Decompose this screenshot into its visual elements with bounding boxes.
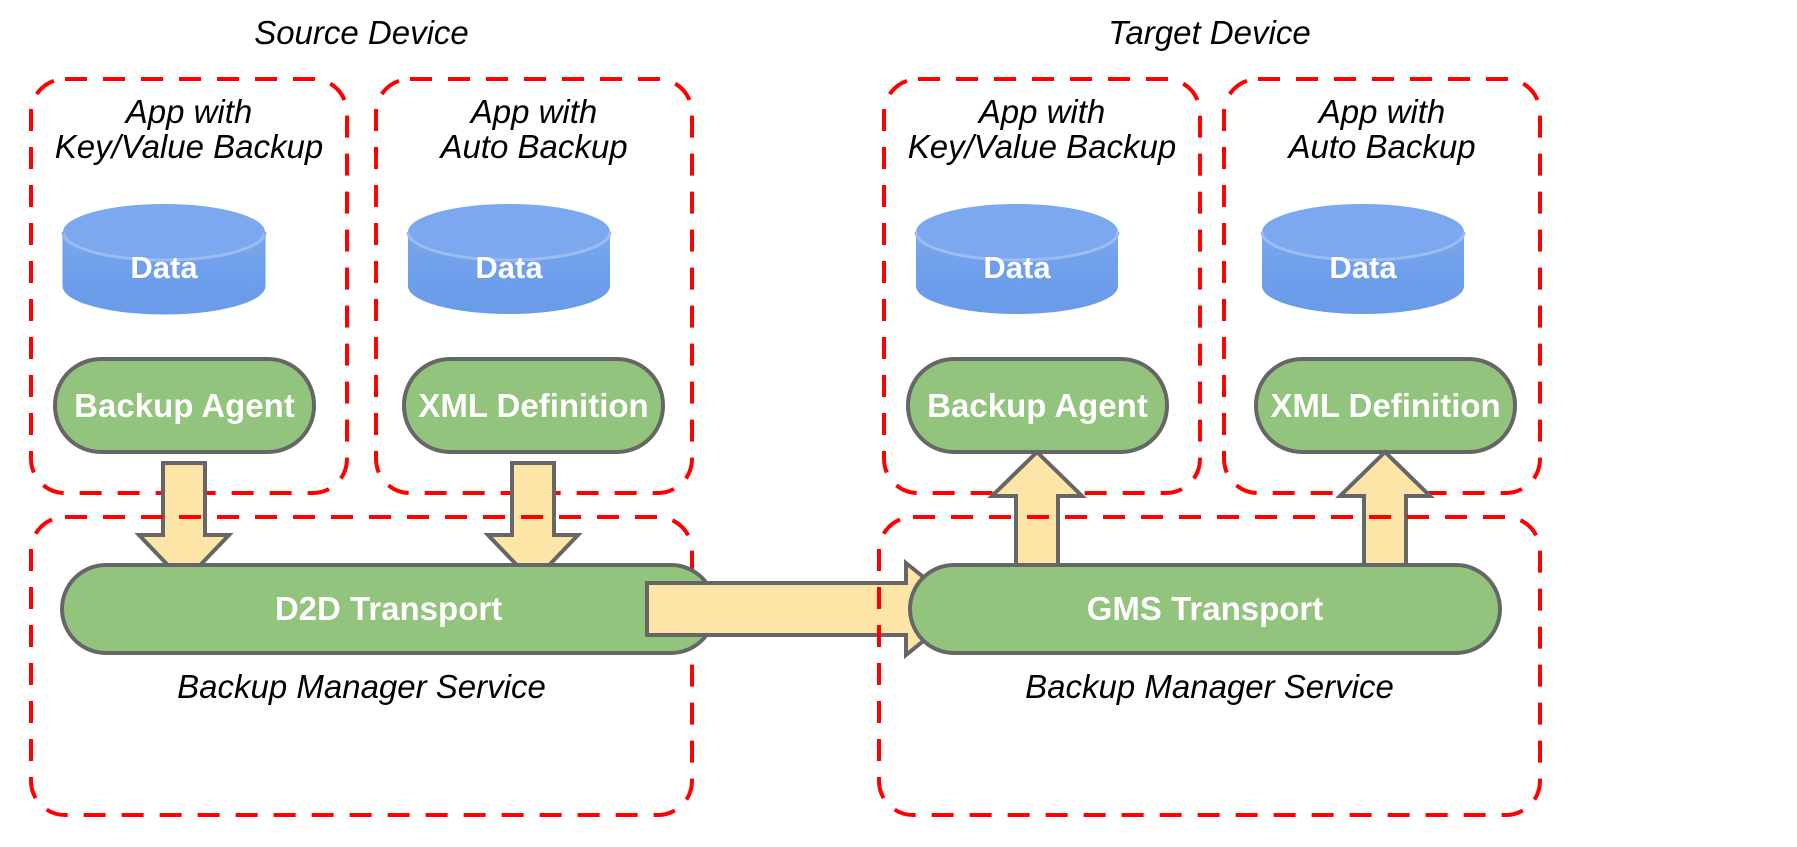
target-app-auto-data-cylinder: [1260, 204, 1466, 314]
source-app-kv-title-line1: App with: [125, 93, 253, 130]
target-app-auto-data-label: Data: [1329, 250, 1397, 285]
arrow-source-kv-agent-to-d2d: [134, 461, 234, 585]
arrow-source-auto-xml-to-d2d: [483, 461, 583, 585]
source-device-title: Source Device: [254, 14, 469, 51]
target-app-auto-container: [1222, 77, 1542, 495]
source-backup-manager-service-container: [29, 515, 694, 817]
source-app-kv-backup-agent-label: Backup Agent: [74, 387, 295, 424]
target-app-auto-title-line1: App with: [1318, 93, 1446, 130]
target-app-auto-title: App with Auto Backup: [1224, 93, 1540, 165]
target-backup-manager-service-container: [877, 515, 1542, 817]
source-backup-manager-service-label: Backup Manager Service: [177, 668, 546, 705]
target-device-title: Target Device: [1108, 14, 1311, 51]
target-backup-manager-service-label: Backup Manager Service: [1025, 668, 1394, 705]
source-app-kv-container: [29, 77, 349, 495]
gms-transport-label: GMS Transport: [1086, 590, 1324, 627]
source-app-kv-data-label: Data: [130, 250, 198, 285]
source-app-auto-xml-definition-node[interactable]: [402, 357, 665, 454]
source-app-auto-data-cylinder: [406, 204, 612, 314]
source-app-auto-title-line2: Auto Backup: [440, 127, 628, 165]
source-app-auto-data-label: Data: [475, 250, 543, 285]
source-app-kv-backup-agent-node[interactable]: [53, 357, 316, 454]
target-app-auto-title-line2: Auto Backup: [1288, 127, 1476, 165]
arrow-gms-to-target-kv-agent: [987, 449, 1087, 568]
source-app-auto-container: [374, 77, 694, 495]
target-app-kv-title-line1: App with: [978, 93, 1106, 130]
d2d-transport-label: D2D Transport: [274, 590, 503, 627]
target-app-kv-title: App with Key/Value Backup: [884, 93, 1200, 165]
target-app-kv-backup-agent-label: Backup Agent: [927, 387, 1148, 424]
target-app-kv-container: [882, 77, 1202, 495]
target-app-auto-xml-definition-label: XML Definition: [1270, 387, 1501, 424]
target-app-kv-data-label: Data: [983, 250, 1051, 285]
gms-transport-node[interactable]: [908, 563, 1502, 655]
source-app-auto-title-line1: App with: [470, 93, 598, 130]
arrow-gms-to-target-auto-xml: [1335, 449, 1435, 568]
source-app-kv-title-line2: Key/Value Backup: [54, 127, 324, 165]
source-app-kv-data-cylinder: [61, 204, 267, 315]
target-app-kv-data-cylinder: [914, 204, 1120, 314]
target-app-kv-title-line2: Key/Value Backup: [907, 127, 1177, 165]
source-app-auto-xml-definition-label: XML Definition: [418, 387, 649, 424]
source-app-auto-title: App with Auto Backup: [376, 93, 692, 165]
source-app-kv-title: App with Key/Value Backup: [31, 93, 347, 165]
